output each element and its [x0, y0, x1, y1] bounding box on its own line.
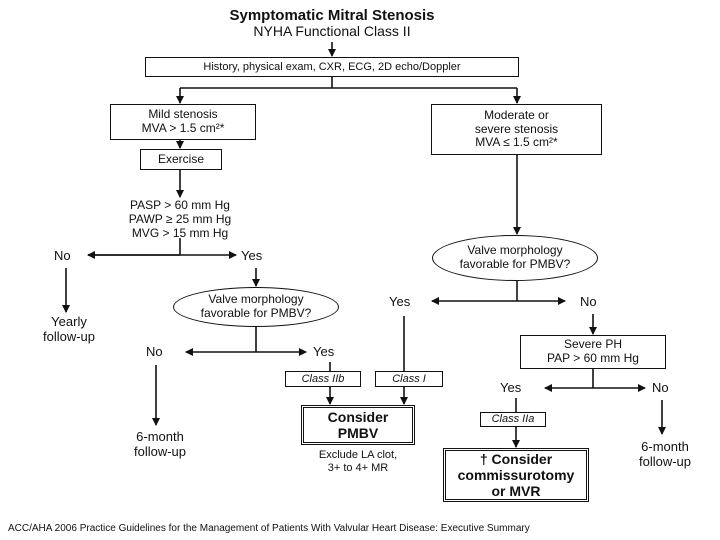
six-month-left-line2: follow-up: [133, 443, 187, 459]
moderate-line3: MVA ≤ 1.5 cm²*: [475, 135, 558, 150]
label-no-2: No: [146, 344, 163, 359]
valve-right-line2: favorable for PMBV?: [459, 257, 571, 271]
class-iia-box: Class IIa: [480, 412, 546, 427]
exclude-line2: 3+ to 4+ MR: [327, 461, 389, 474]
consider-pmbv-line2: PMBV: [337, 425, 379, 441]
six-month-follow-up-right: 6-month follow-up: [615, 439, 715, 470]
mild-stenosis-line1: Mild stenosis: [148, 107, 218, 122]
mild-stenosis-box: Mild stenosis MVA > 1.5 cm²*: [110, 104, 256, 140]
criteria-pawp: PAWP ≥ 25 mm Hg: [128, 211, 232, 226]
exercise-text: Exercise: [157, 151, 204, 166]
label-yes-2: Yes: [313, 344, 335, 359]
history-box: History, physical exam, CXR, ECG, 2D ech…: [145, 57, 519, 77]
yearly-follow-up: Yearly follow-up: [24, 314, 114, 345]
moderate-severe-box: Moderate or severe stenosis MVA ≤ 1.5 cm…: [431, 104, 602, 155]
six-month-left-line1: 6-month: [136, 429, 184, 444]
label-no-1: No: [54, 248, 71, 263]
label-no-3: No: [580, 294, 597, 309]
diagram-subtitle: NYHA Functional Class II: [253, 23, 411, 39]
class-iib-text: Class IIb: [301, 372, 345, 385]
exclude-line1: Exclude LA clot,: [318, 449, 398, 461]
class-i-box: Class I: [375, 371, 443, 387]
valve-morphology-right: Valve morphology favorable for PMBV?: [432, 235, 598, 281]
moderate-line1: Moderate or: [484, 107, 549, 122]
consider-comm-line3: or MVR: [491, 483, 541, 500]
exercise-box: Exercise: [140, 149, 222, 170]
consider-comm-line1: † Consider: [479, 450, 553, 467]
valve-left-line1: Valve morphology: [208, 292, 304, 307]
class-iib-box: Class IIb: [285, 371, 361, 387]
severe-ph-box: Severe PH PAP > 60 mm Hg: [520, 335, 666, 369]
consider-commissurotomy-box: † Consider commissurotomy or MVR: [443, 448, 589, 502]
hemodynamic-criteria: PASP > 60 mm Hg PAWP ≥ 25 mm Hg MVG > 15…: [108, 198, 252, 240]
consider-comm-line2: commissurotomy: [457, 466, 575, 483]
six-month-right-line1: 6-month: [641, 439, 689, 454]
class-iia-text: Class IIa: [491, 413, 535, 426]
six-month-right-line2: follow-up: [638, 453, 692, 469]
yearly-line1: Yearly: [51, 314, 87, 329]
valve-right-line1: Valve morphology: [467, 243, 563, 258]
criteria-mvg: MVG > 15 mm Hg: [131, 225, 229, 240]
label-yes-4: Yes: [500, 380, 522, 395]
severe-ph-line1: Severe PH: [563, 337, 623, 352]
valve-left-line2: favorable for PMBV?: [200, 306, 312, 320]
label-yes-3: Yes: [389, 294, 411, 309]
exclude-note: Exclude LA clot, 3+ to 4+ MR: [298, 449, 418, 474]
diagram-title: Symptomatic Mitral Stenosis: [229, 7, 435, 24]
history-text: History, physical exam, CXR, ECG, 2D ech…: [203, 60, 461, 73]
class-i-text: Class I: [392, 372, 426, 385]
moderate-line2: severe stenosis: [474, 121, 559, 136]
severe-ph-line2: PAP > 60 mm Hg: [547, 351, 639, 365]
six-month-follow-up-left: 6-month follow-up: [110, 429, 210, 460]
label-no-4: No: [652, 380, 669, 395]
mild-stenosis-line2: MVA > 1.5 cm²*: [141, 121, 225, 135]
valve-morphology-left: Valve morphology favorable for PMBV?: [173, 287, 339, 327]
criteria-pasp: PASP > 60 mm Hg: [130, 198, 230, 212]
consider-pmbv-box: Consider PMBV: [301, 405, 415, 445]
source-caption: ACC/AHA 2006 Practice Guidelines for the…: [8, 523, 530, 534]
label-yes-1: Yes: [241, 248, 263, 263]
yearly-line2: follow-up: [42, 328, 96, 344]
consider-pmbv-line1: Consider: [327, 408, 389, 425]
